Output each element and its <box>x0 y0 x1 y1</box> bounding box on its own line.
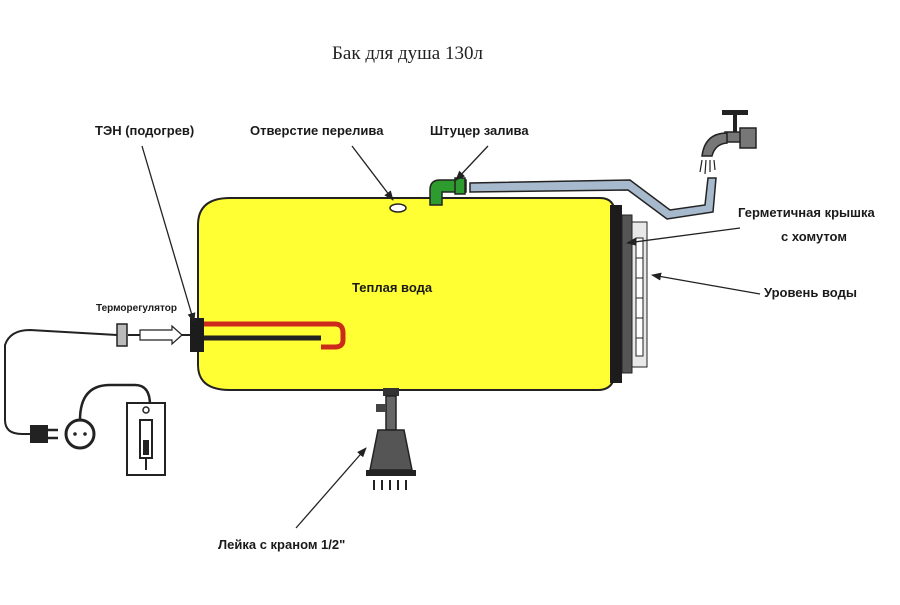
thermostat-probe <box>116 323 190 347</box>
shower-head-icon <box>366 388 416 490</box>
lid-label-line2: с хомутом <box>781 229 847 244</box>
heater-arrow <box>141 145 196 323</box>
overflow-label: Отверстие перелива <box>250 123 384 138</box>
shower-head-label: Лейка с краном 1/2" <box>218 537 346 552</box>
water-level-arrow <box>651 272 761 295</box>
faucet-icon <box>699 110 757 175</box>
water-level-label: Уровень воды <box>764 285 857 300</box>
socket-icon <box>64 418 96 450</box>
fill-pipe <box>469 177 717 220</box>
diagram-title: Бак для душа 130л <box>332 43 483 64</box>
power-cable <box>4 328 118 435</box>
shower-arrow <box>295 447 367 529</box>
water-level-gauge <box>635 237 644 357</box>
plug-icon <box>30 425 58 443</box>
switch-icon <box>126 402 166 476</box>
lid-label-line1: Герметичная крышка <box>738 205 875 220</box>
switch-cable <box>78 383 152 421</box>
lid-arrow <box>626 227 741 246</box>
thermostat-label: Терморегулятор <box>96 303 177 314</box>
overflow-hole <box>389 203 407 213</box>
fill-fitting-label: Штуцер залива <box>430 123 529 138</box>
overflow-arrow <box>351 145 394 201</box>
heater-element <box>190 318 346 352</box>
fill-fitting-arrow <box>455 145 489 181</box>
heater-label: ТЭН (подогрев) <box>95 123 195 138</box>
warm-water-label: Теплая вода <box>352 280 433 295</box>
